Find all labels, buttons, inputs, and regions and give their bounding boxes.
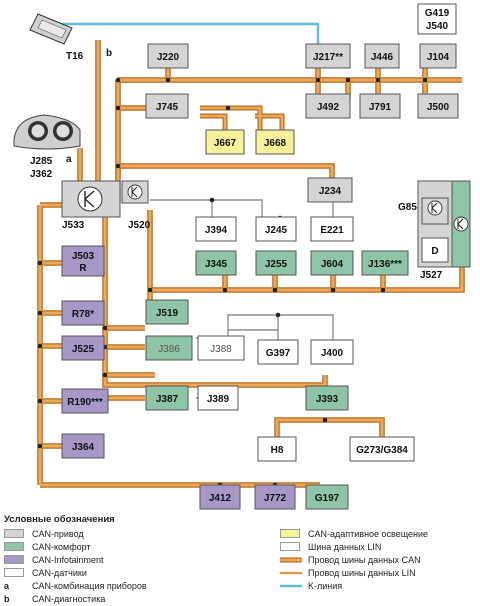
- node-J540: J540: [426, 21, 449, 32]
- node-R78: R78*: [72, 309, 94, 320]
- node-J234: J234: [319, 186, 342, 197]
- node-J667: J667: [214, 138, 237, 149]
- node-T16-label: T16: [66, 51, 84, 62]
- lin-modules: J388 G397 J400 J389 H8 G273/G384: [197, 335, 415, 462]
- node-G85-label: G85: [398, 202, 417, 213]
- node-R190: R190***: [67, 397, 103, 408]
- legend-swatch-lin-bus: [280, 542, 300, 551]
- wire-letter-b: b: [106, 48, 112, 59]
- node-J412: J412: [209, 493, 232, 504]
- node-J388: J388: [210, 344, 232, 355]
- node-J520-label: J520: [128, 220, 151, 231]
- node-J446: J446: [371, 52, 394, 63]
- legend-letter-a: a: [4, 581, 10, 591]
- steering-module: D G85 J527: [398, 180, 471, 281]
- node-J394: J394: [205, 225, 228, 236]
- node-J791: J791: [369, 102, 392, 113]
- node-E221: E221: [320, 225, 344, 236]
- node-J525: J525: [72, 344, 95, 355]
- node-J285-label: J285: [30, 156, 53, 167]
- node-J604: J604: [321, 259, 344, 270]
- node-J389: J389: [207, 394, 230, 405]
- node-G197: G197: [315, 493, 340, 504]
- node-J387: J387: [156, 394, 179, 405]
- node-J245: J245: [265, 225, 288, 236]
- node-J386: J386: [158, 344, 180, 355]
- node-D: D: [431, 246, 438, 257]
- node-J503-R: R: [79, 263, 87, 274]
- adaptive-light-modules: J667 J668: [205, 129, 295, 155]
- node-J500: J500: [427, 102, 450, 113]
- node-J345: J345: [205, 259, 228, 270]
- legend-swatch-drive: [4, 529, 24, 538]
- comfort-modules: J345 J255 J604 J136*** J519 J386 J387 J3…: [145, 250, 409, 411]
- legend-lin-wire-icon: [280, 571, 302, 575]
- obd-connector-icon: T16 b: [29, 13, 112, 62]
- node-J220: J220: [157, 52, 180, 63]
- legend-k-line-icon: [280, 584, 302, 588]
- node-J400: J400: [321, 348, 344, 359]
- legend-title: Условные обозначения: [4, 514, 115, 525]
- sensor-modules: J394 J245 E221: [195, 216, 354, 242]
- node-J255: J255: [265, 259, 288, 270]
- node-J217: J217**: [313, 52, 343, 63]
- node-J492: J492: [317, 102, 340, 113]
- legend-swatch-comfort: [4, 542, 24, 551]
- node-J745: J745: [156, 102, 179, 113]
- legend-letter-b: b: [4, 594, 10, 604]
- node-J519: J519: [156, 308, 179, 319]
- node-J104: J104: [427, 52, 450, 63]
- node-J527-label: J527: [420, 270, 443, 281]
- drive-modules: J220 J217** J446 G419 J540 J104 J492 J79…: [145, 3, 459, 203]
- node-J362-label: J362: [30, 169, 53, 180]
- legend-swatch-sensors: [4, 568, 24, 577]
- node-J772: J772: [264, 493, 287, 504]
- node-J393: J393: [316, 394, 339, 405]
- legend-swatch-infotainment: [4, 555, 24, 564]
- gateway-module: J533 J520: [61, 180, 151, 231]
- node-G419: G419: [425, 8, 450, 19]
- legend-can-wire-icon: [280, 557, 302, 563]
- wire-letter-a: a: [66, 154, 72, 165]
- legend-swatch-adaptive-light: [280, 529, 300, 538]
- node-J503: J503: [72, 251, 95, 262]
- infotainment-modules: J503 R R78* J525 R190*** J364 J412 J772 …: [61, 245, 349, 510]
- node-G397: G397: [266, 348, 291, 359]
- node-J668: J668: [264, 138, 287, 149]
- node-H8: H8: [271, 445, 284, 456]
- node-J364: J364: [72, 442, 95, 453]
- legend: Условные обозначения CAN-привод CAN-комф…: [4, 514, 429, 604]
- instrument-cluster-icon: J285 J362 a: [13, 114, 81, 180]
- node-G273: G273/G384: [356, 445, 408, 456]
- node-J533-label: J533: [62, 220, 85, 231]
- node-J136: J136***: [368, 259, 402, 270]
